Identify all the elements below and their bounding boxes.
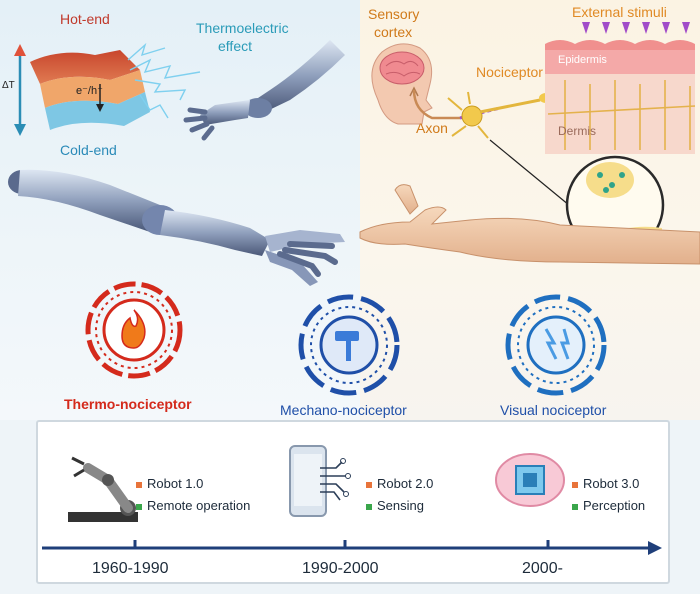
bullet-orange: [366, 481, 372, 488]
mechano-ring: [298, 294, 400, 396]
effect-label-line1: Thermoelectric: [196, 20, 289, 36]
effect-label-line2: effect: [218, 38, 252, 54]
bullet-green: [366, 503, 372, 510]
robot1-title: Robot 1.0: [136, 476, 203, 491]
skin-cross-section: [545, 40, 696, 154]
flame-icon: [121, 309, 146, 349]
period-2000: 2000-: [522, 560, 563, 577]
robot3-title: Robot 3.0: [572, 476, 639, 491]
thermo-ring: [85, 281, 183, 379]
delta-t-label: ΔT: [2, 80, 15, 91]
period-1990-2000: 1990-2000: [302, 560, 379, 577]
nociceptor-label: Nociceptor: [476, 64, 543, 80]
signal-up-arrow: [409, 86, 419, 97]
stimuli-arrows: [582, 22, 690, 34]
dermis-label: Dermis: [558, 124, 596, 138]
carrier-label: e⁻/h⁺: [76, 85, 103, 97]
illustration: [8, 22, 700, 396]
epidermis-label: Epidermis: [558, 54, 607, 66]
hammer-icon: [335, 331, 359, 361]
visual-ring: [505, 294, 607, 396]
robot2-title: Robot 2.0: [366, 476, 433, 491]
visual-nociceptor-label: Visual nociceptor: [500, 402, 607, 418]
robot2-subtitle: Sensing: [366, 498, 424, 513]
bullet-green: [136, 503, 142, 510]
robot-arm-main: [8, 169, 345, 286]
bullet-orange: [136, 481, 142, 488]
bullet-orange: [572, 481, 578, 488]
robot1-subtitle: Remote operation: [136, 498, 250, 513]
human-arm: [359, 184, 700, 265]
lightning-icon: [544, 328, 570, 360]
thermo-nociceptor-label: Thermo-nociceptor: [64, 396, 192, 412]
robot3-subtitle: Perception: [572, 498, 645, 513]
sensory-label-line1: Sensory: [368, 6, 420, 22]
mechano-nociceptor-label: Mechano-nociceptor: [280, 402, 407, 418]
robot-arm-upper: [183, 40, 345, 141]
delta-t-arrow: [14, 44, 26, 136]
bullet-green: [572, 503, 578, 510]
electric-arcs: [127, 42, 201, 119]
thermoelectric-strip: [30, 50, 150, 130]
cold-end-label: Cold-end: [60, 142, 117, 158]
hot-end-label: Hot-end: [60, 11, 110, 27]
external-stimuli-label: External stimuli: [572, 4, 667, 20]
sensory-label-line2: cortex: [374, 24, 413, 40]
axon-label: Axon: [416, 120, 448, 136]
period-1960-1990: 1960-1990: [92, 560, 169, 577]
neuron: [447, 91, 541, 139]
